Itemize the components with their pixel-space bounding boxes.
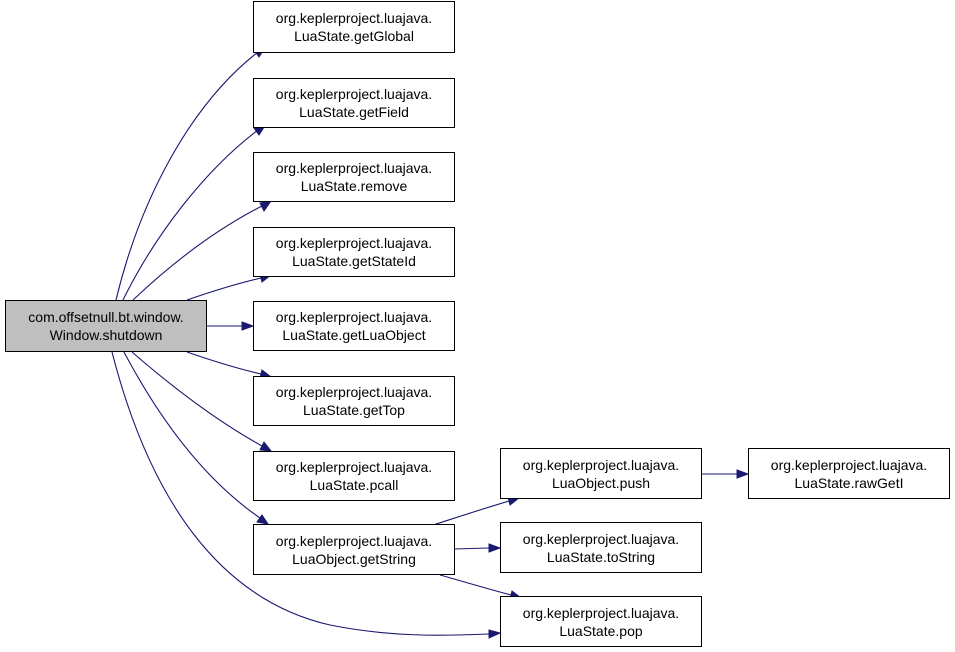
- node-label-line2: LuaState.rawGetI: [794, 474, 904, 491]
- arrowhead-pcall: [259, 441, 273, 452]
- node-luastate-remove[interactable]: org.keplerproject.luajava. LuaState.remo…: [253, 152, 455, 202]
- node-label-line2: LuaState.toString: [546, 548, 656, 565]
- edge-root-remove: [132, 205, 263, 301]
- node-label-line1: org.keplerproject.luajava.: [275, 235, 433, 251]
- node-label-line1: org.keplerproject.luajava.: [522, 456, 680, 473]
- arrowhead-pop: [488, 629, 502, 639]
- edge-root-pcall: [131, 351, 263, 447]
- node-luastate-getfield[interactable]: org.keplerproject.luajava. LuaState.getF…: [253, 78, 455, 128]
- node-label-line1: com.offsetnull.bt.window.: [28, 309, 184, 325]
- node-luastate-rawgeti[interactable]: org.keplerproject.luajava. LuaState.rawG…: [748, 448, 950, 499]
- node-label-line1: org.keplerproject.luajava.: [275, 384, 433, 400]
- node-label-line1: org.keplerproject.luajava.: [275, 532, 433, 549]
- node-label-line1: org.keplerproject.luajava.: [275, 160, 433, 176]
- node-luastate-getstateid[interactable]: org.keplerproject.luajava. LuaState.getS…: [253, 227, 455, 277]
- node-luastate-pop[interactable]: org.keplerproject.luajava. LuaState.pop: [500, 596, 702, 647]
- node-luaobject-getstring[interactable]: org.keplerproject.luajava. LuaObject.get…: [253, 524, 455, 575]
- node-luastate-getluaobject[interactable]: org.keplerproject.luajava. LuaState.getL…: [253, 301, 455, 351]
- edge-getString-pop: [439, 574, 512, 596]
- node-luastate-pcall[interactable]: org.keplerproject.luajava. LuaState.pcal…: [253, 451, 455, 501]
- arrowhead-toString: [488, 543, 502, 553]
- edge-root-pop: [111, 351, 490, 636]
- node-luastate-tostring[interactable]: org.keplerproject.luajava. LuaState.toSt…: [500, 522, 702, 573]
- node-label-line1: org.keplerproject.luajava.: [275, 86, 433, 102]
- node-luastate-getglobal[interactable]: org.keplerproject.luajava. LuaState.getG…: [253, 1, 455, 53]
- edge-root-getTop: [186, 351, 262, 375]
- node-label-line2: LuaState.pop: [559, 622, 643, 639]
- node-label-line2: LuaState.getStateId: [292, 253, 416, 269]
- node-luaobject-push[interactable]: org.keplerproject.luajava. LuaObject.pus…: [500, 448, 702, 499]
- node-label-line2: LuaState.remove: [300, 178, 408, 194]
- edge-root-getField: [122, 129, 259, 301]
- edge-root-getGlobal: [115, 51, 259, 301]
- node-label-line2: LuaState.getField: [299, 104, 409, 120]
- edge-root-getStateId: [186, 277, 262, 301]
- node-label-line1: org.keplerproject.luajava.: [522, 530, 680, 547]
- node-label-line2: Window.shutdown: [49, 327, 163, 343]
- node-label-line1: org.keplerproject.luajava.: [275, 459, 433, 475]
- arrowhead-getString: [256, 514, 270, 525]
- edge-root-getString: [123, 351, 261, 519]
- node-label-line2: LuaObject.getString: [292, 550, 416, 567]
- node-label-line1: org.keplerproject.luajava.: [275, 10, 433, 26]
- arrowhead-getLuaObject: [241, 321, 255, 331]
- edge-getString-push: [429, 500, 510, 527]
- node-label-line2: LuaState.getLuaObject: [282, 327, 426, 343]
- node-label-line2: LuaState.getTop: [303, 402, 405, 418]
- node-label-line2: LuaState.pcall: [309, 477, 399, 493]
- node-label-line1: org.keplerproject.luajava.: [770, 456, 928, 473]
- edge-getString-toString: [453, 547, 490, 550]
- node-luastate-gettop[interactable]: org.keplerproject.luajava. LuaState.getT…: [253, 376, 455, 426]
- node-label-line1: org.keplerproject.luajava.: [275, 309, 433, 325]
- node-label-line2: LuaState.getGlobal: [294, 28, 414, 44]
- arrowhead-remove: [259, 200, 273, 212]
- arrowhead-rawGetI: [736, 469, 750, 479]
- node-label-line1: org.keplerproject.luajava.: [522, 604, 680, 621]
- node-label-line2: LuaObject.push: [551, 474, 651, 491]
- node-window-shutdown[interactable]: com.offsetnull.bt.window. Window.shutdow…: [5, 300, 207, 352]
